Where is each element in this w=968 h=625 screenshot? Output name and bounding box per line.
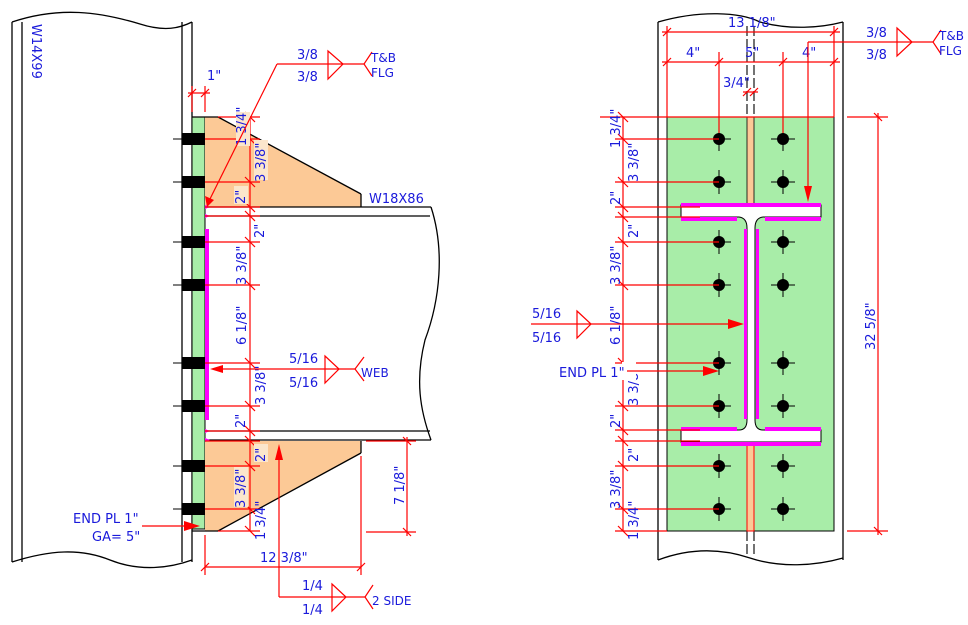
dim-label: 3 3/8" [235,246,250,285]
weld-tail: T&B [370,51,396,65]
bolt [173,133,205,145]
bolt [771,170,795,194]
column: W14X99 [11,11,193,569]
dim-label: 2" [609,414,624,428]
bolt [173,357,205,369]
stiffener-bottom [205,441,361,531]
end-plate-note: END PL 1" [559,362,719,381]
plate-thickness-dimension: 1" [187,69,221,112]
weld-size-bottom: 3/8 [866,48,887,63]
stiffener-height-dimension: 7 1/8" [366,436,416,537]
weld-size-bottom: 1/4 [302,603,323,618]
end-plate-note-line2: GA= 5" [92,530,140,545]
weld-tail: FLG [371,66,394,80]
flange-weld [681,203,821,207]
bolt [771,351,795,375]
dim-label: 3 3/8" [609,470,624,509]
bolt [771,394,795,418]
weld-size-top: 1/4 [302,579,323,594]
column-break-line-top [657,13,844,28]
dim-label: 2" [253,224,268,238]
dim-label: 4" [802,46,816,61]
dim-label: 2" [627,224,642,238]
bolt [173,236,205,248]
stiffener-length-dimension: 12 3/8" [200,456,366,575]
dim-label: 6 1/8" [235,306,250,345]
dim-label: 13 1/8" [728,16,776,31]
end-plate-note: END PL 1" [559,366,625,381]
bolt [771,230,795,254]
end-plate-note-line1: END PL 1" [73,512,139,527]
column-break-line-bottom [11,551,193,569]
weld-size-bottom: 3/8 [297,70,318,85]
bolt [771,273,795,297]
flange-weld-symbol: 3/8 3/8 T&B FLG [804,26,964,202]
weld-size-bottom: 5/16 [532,331,561,346]
web-weld [744,229,747,419]
dim-label: 3 3/8" [234,469,249,508]
weld-size-top: 5/16 [289,352,318,367]
right-end-view: 13 1/8" 4" 5" 4" 3/4" 3/8 3/8 T&B FLG [531,13,964,566]
web-weld-symbol: 5/16 5/16 WEB [210,352,389,391]
dim-label: 7 1/8" [393,466,408,505]
column-break-line-top [11,11,193,30]
dim-label: 4" [686,46,700,61]
weld-tail: T&B [938,29,964,43]
bolt [173,400,205,412]
dim-label: 2" [254,448,269,462]
dim-label: 5" [745,46,759,61]
bolt [173,176,205,188]
dim-label: 1 3/4" [609,109,624,148]
dim-label: 1" [207,69,221,84]
dim-label: 1 3/4" [235,107,250,146]
stiffener-top [746,116,755,206]
web-weld [205,229,209,420]
bolt [771,497,795,521]
bolt [173,279,205,291]
right-horizontal-dimensions: 13 1/8" 4" 5" 4" 3/4" [600,16,840,133]
dim-label: 2" [627,448,642,462]
weld-size-top: 3/8 [866,26,887,41]
dim-label: 2" [234,414,249,428]
dim-label: 32 5/8" [864,302,879,350]
bolt [771,127,795,151]
weld-tail: 2 SIDE [372,594,411,608]
dim-label: 6 1/8" [609,306,624,345]
left-vertical-dimension-chain: 1 3/4" 3 3/8" 2" 2" 3 3/8" 6 1/8" 3 3/8"… [205,107,269,540]
stiffener-bottom [746,441,755,532]
dim-label: 2" [609,191,624,205]
bolt [173,503,205,515]
dim-label: 3 3/8" [627,143,642,182]
dim-label: 3/4" [723,76,750,91]
dim-label: 1 3/4" [254,501,269,540]
dim-label: 3 3/8" [609,246,624,285]
bolt [173,460,205,472]
web-weld-symbol: 5/16 5/16 [531,307,744,346]
beam-break-line [418,206,440,441]
bolt [771,454,795,478]
left-elevation-view: W14X99 W18X86 [11,11,440,618]
weld-tail: FLG [939,44,962,58]
stiffener-weld-symbol: 1/4 1/4 2 SIDE [275,444,411,618]
dim-label: 1 3/4" [627,501,642,540]
dim-label: 3 3/8" [254,143,269,182]
dim-label: 2" [234,190,249,204]
beam-label: W18X86 [369,192,424,207]
flange-weld-symbol: 3/8 3/8 T&B FLG [205,48,396,207]
column-break-line-bottom [657,550,844,566]
dim-label: 12 3/8" [260,551,308,566]
column-label: W14X99 [28,24,43,79]
end-plate-note: END PL 1" GA= 5" [73,512,200,545]
weld-size-bottom: 5/16 [289,376,318,391]
weld-size-top: 5/16 [532,307,561,322]
weld-tail: WEB [361,366,389,380]
beam-section [680,203,822,446]
weld-size-top: 3/8 [297,48,318,63]
overall-height-dimension: 32 5/8" [847,112,888,536]
dim-label: 3 3/8" [254,366,269,405]
bolts-side [173,133,205,515]
